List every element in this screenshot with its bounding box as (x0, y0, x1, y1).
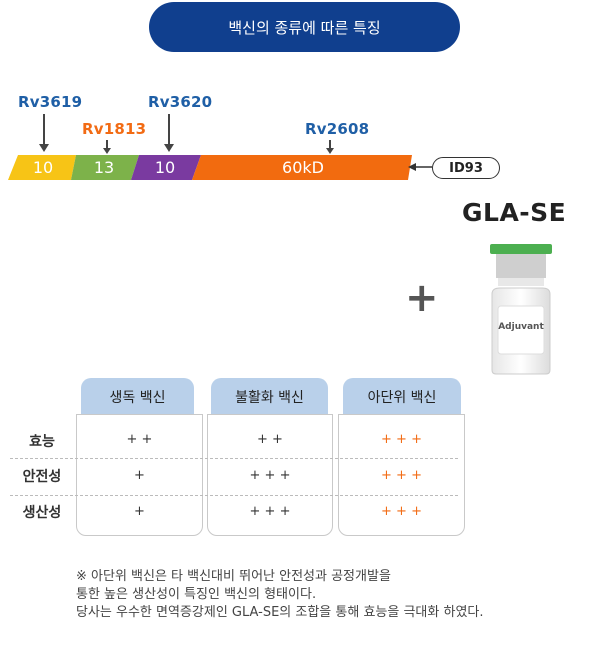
arrow-rv3619-line (43, 114, 45, 144)
arrow-rv3620-line (168, 114, 170, 144)
column-header-subunit-vaccine: 아단위 백신 (343, 378, 461, 416)
arrow-rv2608-line (329, 140, 331, 148)
segment-3-label: 10 (154, 158, 176, 177)
footnote-line-3: 당사는 우수한 면역증강제인 GLA-SE의 조합을 통해 효능을 극대화 하였… (76, 605, 484, 620)
row-label-productivity: 생산성 (22, 505, 62, 521)
column-box-live (76, 414, 203, 536)
cell-productivity-inactivated: + + + (249, 504, 291, 519)
column-header-live-vaccine: 생독 백신 (81, 378, 194, 416)
plus-icon: + (405, 275, 439, 321)
row-label-safety: 안전성 (22, 469, 62, 485)
antigen-fusion-bar (8, 155, 432, 180)
footnote: ※ 아단위 백신은 타 백신대비 뛰어난 안전성과 공정개발을 통한 높은 생산… (76, 568, 576, 622)
row-divider (10, 495, 458, 496)
arrow-down-icon (164, 144, 174, 152)
footnote-line-1: ※ 아단위 백신은 타 백신대비 뛰어난 안전성과 공정개발을 (76, 569, 391, 584)
cell-productivity-subunit: + + + (381, 504, 422, 519)
arrow-rv1813-line (106, 140, 108, 148)
segment-1-label: 10 (32, 158, 54, 177)
row-label-efficacy: 효능 (29, 434, 55, 450)
segment-2-shape (71, 155, 139, 180)
adjuvant-title: GLA-SE (462, 198, 567, 227)
arrow-down-icon (103, 148, 111, 154)
segment-1-shape (8, 155, 76, 180)
vial-icon (490, 244, 552, 375)
column-header-inactivated-vaccine: 불활화 백신 (211, 378, 328, 416)
antigen-label-rv1813: Rv1813 (82, 120, 147, 138)
header-title: 백신의 종류에 따른 특징 (149, 2, 460, 52)
column-box-inactivated (207, 414, 333, 536)
vial-label: Adjuvant (498, 322, 544, 332)
segment-4-shape (192, 155, 412, 180)
cell-safety-inactivated: + + + (249, 468, 291, 483)
footnote-line-2: 통한 높은 생산성이 특징인 백신의 형태이다. (76, 587, 317, 602)
antigen-label-rv3620: Rv3620 (148, 93, 213, 111)
row-divider (10, 458, 458, 459)
cell-efficacy-subunit: + + + (381, 432, 422, 447)
segment-4-label: 60kD (282, 158, 324, 177)
column-box-subunit (338, 414, 465, 536)
arrow-down-icon (326, 148, 334, 154)
antigen-label-rv3619: Rv3619 (18, 93, 83, 111)
antigen-label-rv2608: Rv2608 (305, 120, 370, 138)
arrow-left-icon (408, 163, 416, 171)
cell-efficacy-inactivated: + + (257, 432, 283, 447)
arrow-down-icon (39, 144, 49, 152)
cell-efficacy-live: + + (126, 432, 153, 447)
cell-safety-subunit: + + + (381, 468, 422, 483)
segment-2-label: 13 (93, 158, 115, 177)
fusion-name-badge: ID93 (432, 157, 500, 179)
cell-productivity-live: + (134, 504, 145, 519)
segment-3-shape (131, 155, 201, 180)
cell-safety-live: + (134, 468, 145, 483)
